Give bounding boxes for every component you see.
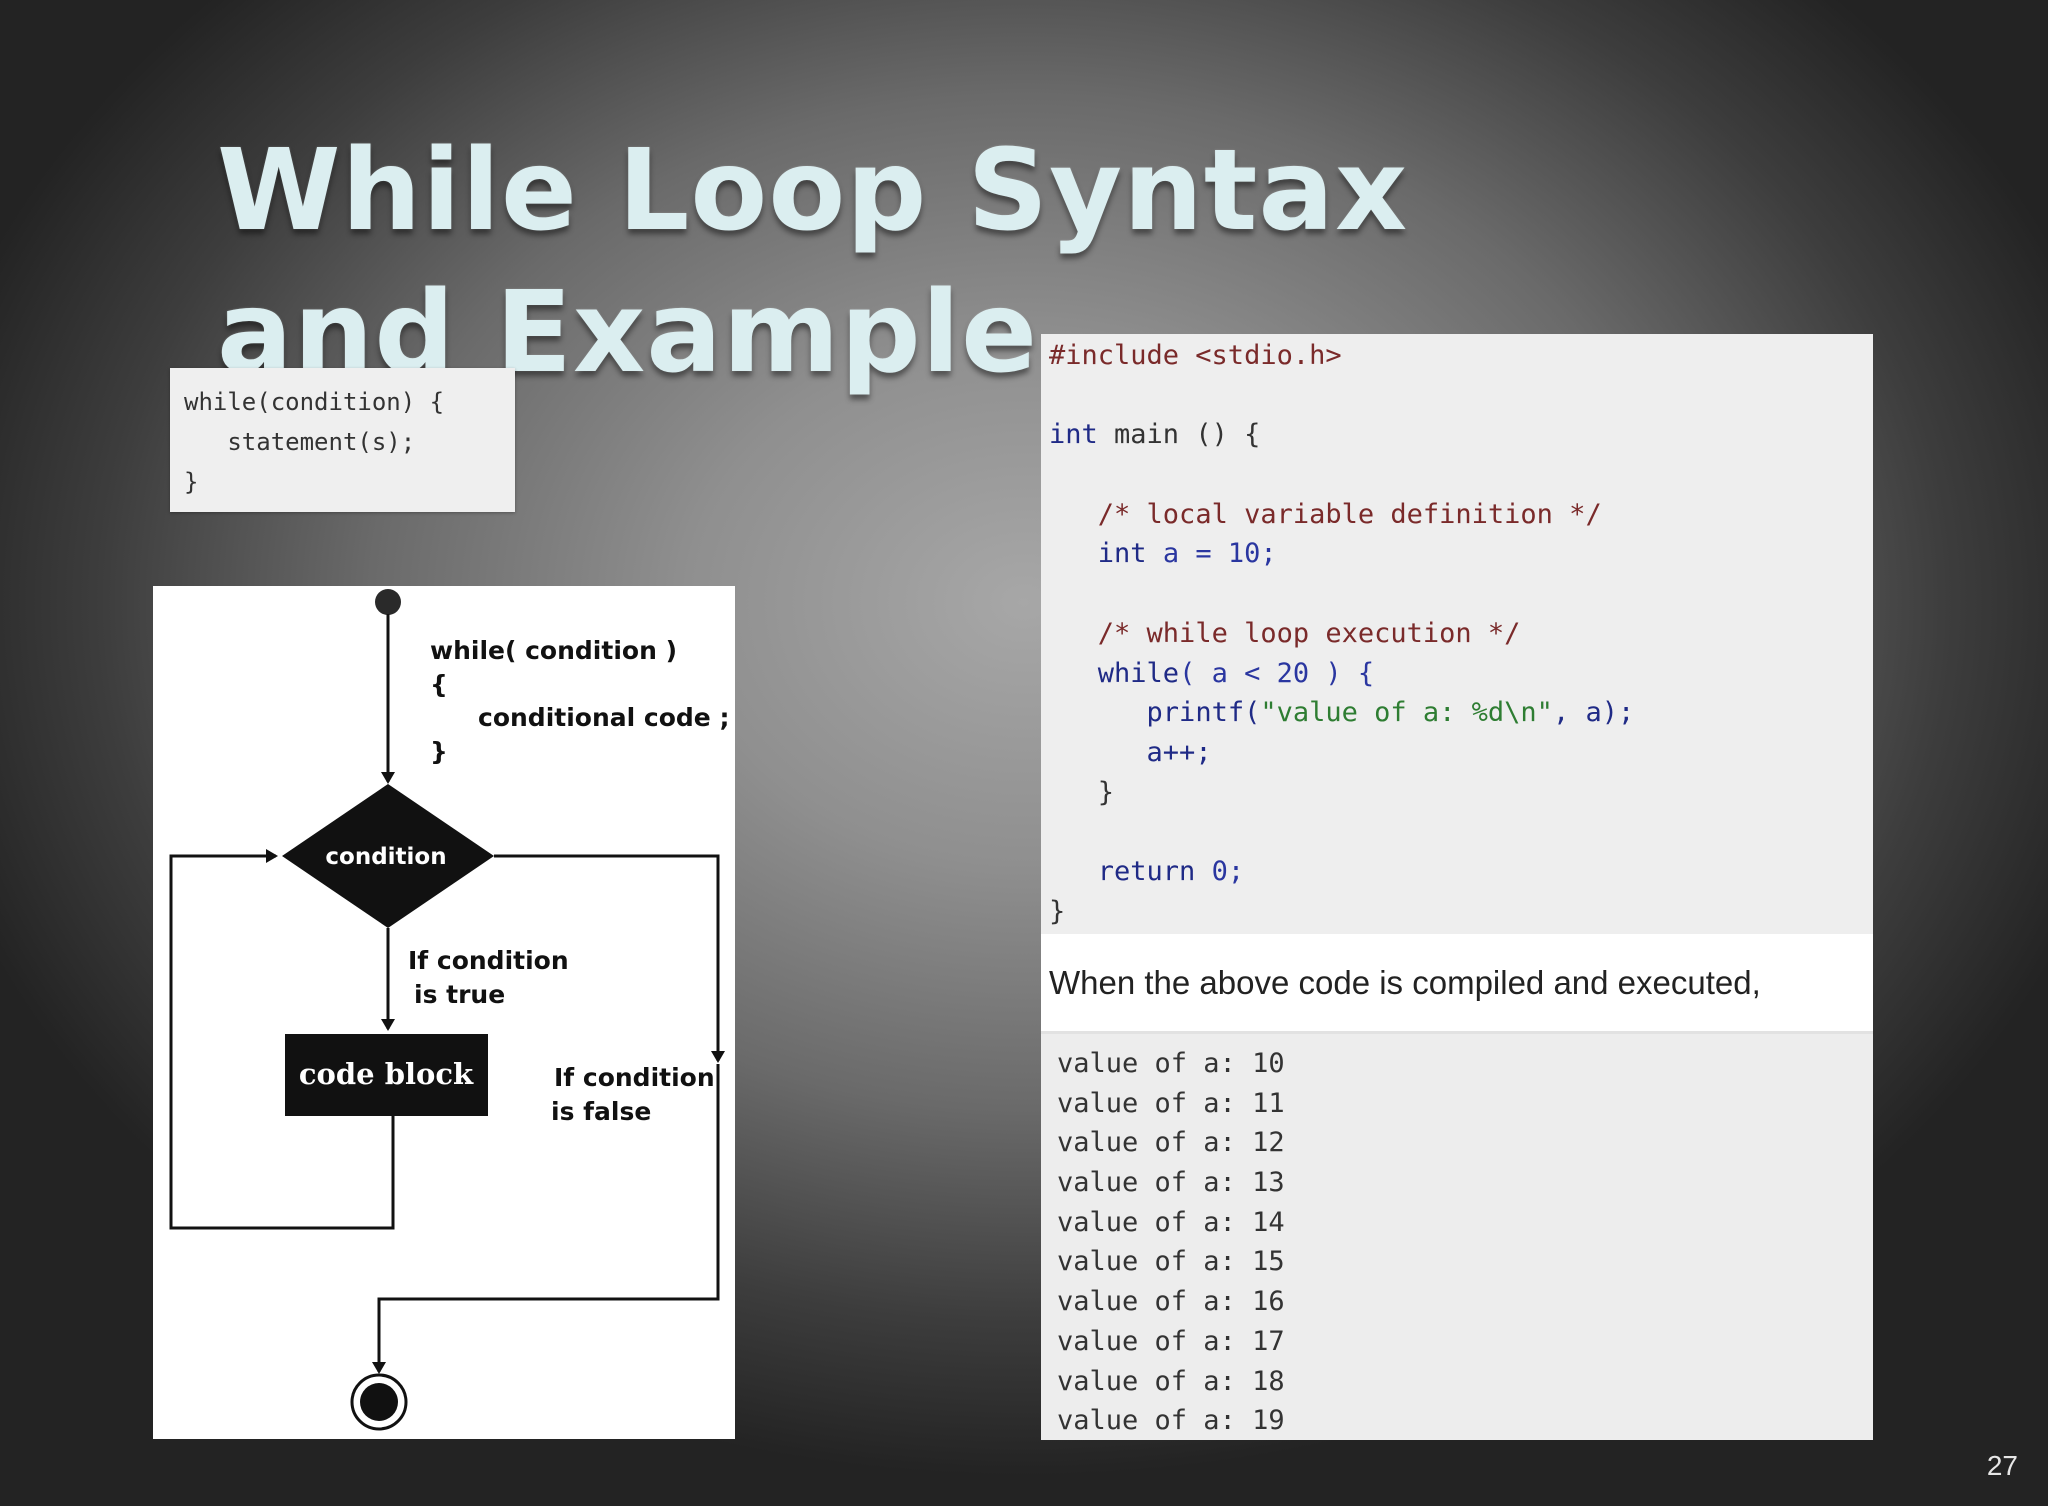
code-block-box (285, 1034, 488, 1116)
code-text: } (1097, 776, 1115, 808)
condition-diamond (282, 784, 494, 928)
output-line: value of a: 10 (1057, 1048, 1285, 1079)
function-name: printf( (1146, 697, 1261, 729)
code-text: ( a < 20 ) { (1179, 657, 1375, 689)
keyword: while (1097, 657, 1180, 689)
output-line: value of a: 17 (1057, 1325, 1285, 1357)
code-line: while( a < 20 ) { (1049, 654, 1873, 694)
code-line-blank (1049, 812, 1873, 852)
code-line: printf("value of a: %d\n", a); (1049, 693, 1873, 733)
code-hint-line: while( condition ) (430, 636, 677, 665)
code-text: 0; (1195, 855, 1245, 887)
syntax-line: statement(s); (184, 428, 416, 456)
true-label-line: is true (414, 980, 505, 1009)
code-text: a++; (1146, 736, 1212, 768)
output-line: value of a: 14 (1057, 1206, 1285, 1238)
code-line: return 0; (1049, 852, 1873, 892)
start-node (375, 589, 401, 615)
keyword: int (1097, 538, 1147, 570)
output-line: value of a: 13 (1057, 1167, 1285, 1199)
output-line: value of a: 12 (1057, 1127, 1285, 1159)
syntax-line: } (184, 468, 199, 496)
condition-label: condition (325, 844, 446, 870)
code-line: /* local variable definition */ (1049, 495, 1873, 535)
output-caption: When the above code is compiled and exec… (1041, 934, 1873, 1034)
code-text: a = 10; (1146, 538, 1277, 570)
true-label-line: If condition (408, 946, 569, 975)
program-output-panel: value of a: 10 value of a: 11 value of a… (1041, 1034, 1873, 1440)
code-line-blank (1049, 376, 1873, 416)
code-line-blank (1049, 574, 1873, 614)
comment: /* local variable definition */ (1097, 498, 1602, 530)
code-line: } (1049, 773, 1873, 813)
keyword: return (1097, 855, 1196, 887)
code-line: int a = 10; (1049, 534, 1873, 574)
false-label-line: If condition (554, 1063, 715, 1092)
code-text: } (1049, 895, 1066, 927)
output-line: value of a: 18 (1057, 1365, 1285, 1397)
code-text: main () { (1097, 419, 1261, 451)
code-block-label: code block (299, 1057, 474, 1091)
code-hint-line: } (430, 737, 448, 766)
code-line: a++; (1049, 733, 1873, 773)
code-line: #include <stdio.h> (1049, 336, 1873, 376)
output-line: value of a: 11 (1057, 1087, 1285, 1119)
keyword: int (1049, 419, 1098, 451)
output-line: value of a: 15 (1057, 1246, 1285, 1278)
slide-title: While Loop Syntax and Example (217, 126, 1409, 398)
code-sample-panel: #include <stdio.h> int main () { /* loca… (1041, 334, 1873, 934)
flowchart-diagram: while( condition ) { conditional code ; … (169, 589, 729, 1431)
include-directive: #include <stdio.h> (1049, 340, 1342, 371)
code-line-blank (1049, 455, 1873, 495)
exit-line (372, 1064, 720, 1374)
string-literal: "value of a: %d\n" (1260, 697, 1553, 729)
end-node (360, 1383, 398, 1421)
slide-page-number: 27 (1986, 1450, 2018, 1481)
code-line: int main () { (1049, 415, 1873, 455)
code-text: , a); (1552, 697, 1635, 729)
code-hint-line: conditional code ; (478, 703, 729, 732)
output-line: value of a: 19 (1057, 1405, 1285, 1437)
code-hint-line: { (430, 670, 448, 699)
syntax-line: while(condition) { (184, 388, 445, 416)
flowchart-panel: while( condition ) { conditional code ; … (153, 586, 735, 1439)
code-line: } (1049, 892, 1873, 932)
false-label-line: is false (551, 1097, 651, 1126)
comment: /* while loop execution */ (1097, 617, 1521, 649)
output-line: value of a: 16 (1057, 1286, 1285, 1318)
syntax-code-box: while(condition) { statement(s); } (170, 368, 515, 512)
loop-back-line (169, 849, 395, 1230)
code-line: /* while loop execution */ (1049, 614, 1873, 654)
false-path-line (494, 854, 725, 1063)
